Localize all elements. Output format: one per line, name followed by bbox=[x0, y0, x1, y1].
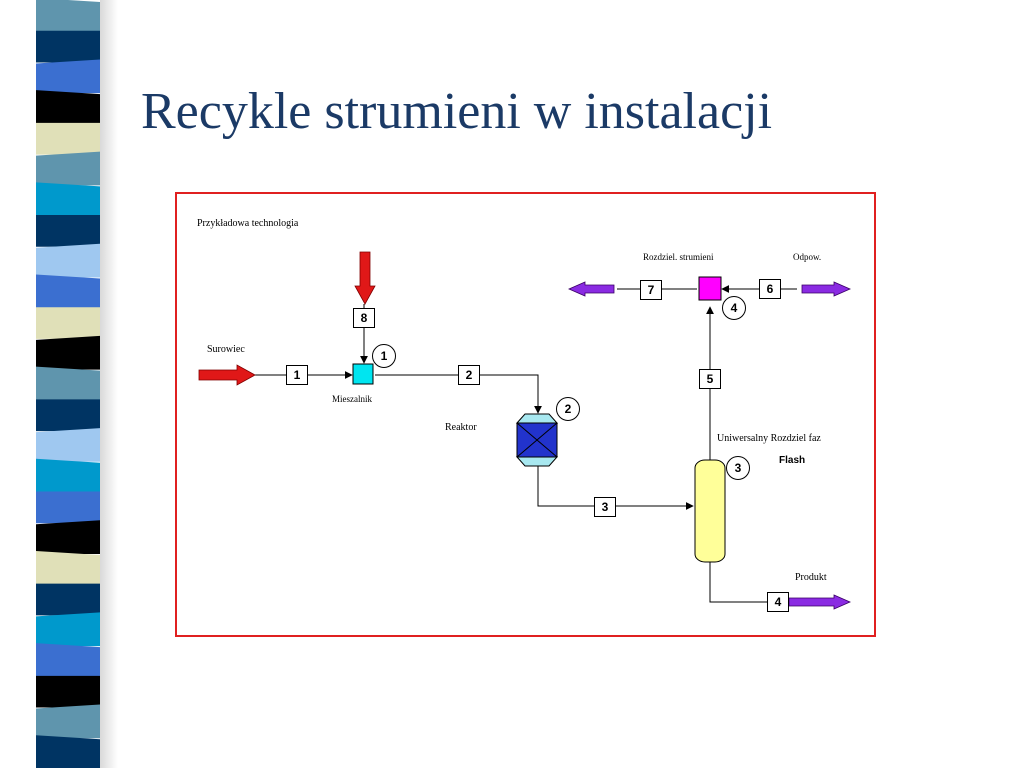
stripe-segment bbox=[36, 428, 100, 462]
stripe-shadow bbox=[100, 0, 118, 768]
stripe-segment bbox=[36, 520, 100, 554]
stripe-segment bbox=[36, 335, 100, 370]
reactor-unit bbox=[515, 413, 559, 467]
stripe-segment bbox=[36, 243, 100, 278]
stream-box-3: 3 bbox=[594, 497, 616, 517]
stripe-segment bbox=[36, 612, 100, 647]
unit-circle-3: 3 bbox=[726, 456, 750, 480]
feed-arrow-stream-8 bbox=[354, 251, 376, 305]
stripe-segment bbox=[36, 307, 100, 339]
label-rozdziel-strumieni: Rozdziel. strumieni bbox=[643, 252, 714, 262]
diagram-caption: Przykładowa technologia bbox=[197, 218, 299, 229]
splitter-unit bbox=[698, 276, 722, 301]
outlet-arrow-produkt bbox=[788, 594, 851, 610]
stripe-segment bbox=[36, 643, 100, 677]
stream-box-8: 8 bbox=[353, 308, 375, 328]
stream-box-7: 7 bbox=[640, 280, 662, 300]
stripe-segment bbox=[36, 366, 100, 401]
slide-title: Recykle strumieni w instalacji bbox=[141, 83, 773, 140]
stream-3-line bbox=[537, 464, 694, 510]
process-flow-diagram bbox=[198, 251, 851, 610]
stream-4-line bbox=[709, 561, 783, 603]
outlet-arrow-stream-7 bbox=[568, 281, 615, 297]
stripe-segment bbox=[36, 550, 100, 585]
label-odpow: Odpow. bbox=[793, 252, 822, 262]
label-produkt: Produkt bbox=[795, 572, 827, 583]
stripe-segment bbox=[36, 399, 100, 432]
stream-box-1: 1 bbox=[286, 365, 308, 385]
stripe-segment bbox=[36, 704, 100, 739]
stripe-segment bbox=[36, 90, 100, 124]
stripe-segment bbox=[36, 59, 100, 94]
mixer-unit bbox=[352, 363, 374, 385]
stream-box-4: 4 bbox=[767, 592, 789, 612]
decorative-stripe-bar bbox=[36, 0, 100, 768]
stripe-segment bbox=[36, 151, 100, 186]
unit-circle-1: 1 bbox=[372, 344, 396, 368]
stripe-segment bbox=[36, 583, 100, 616]
stream-box-2: 2 bbox=[458, 365, 480, 385]
stripe-segment bbox=[36, 30, 100, 63]
stripe-segment bbox=[36, 122, 100, 155]
stream-box-6: 6 bbox=[759, 279, 781, 299]
flash-drum-unit bbox=[694, 459, 726, 563]
unit-circle-4: 4 bbox=[722, 296, 746, 320]
outlet-arrow-odpow bbox=[801, 281, 851, 297]
stripe-segment bbox=[36, 215, 100, 247]
feed-arrow-surowiec bbox=[198, 364, 256, 386]
label-surowiec: Surowiec bbox=[207, 344, 245, 355]
label-flash: Flash bbox=[779, 455, 806, 466]
stream-box-5: 5 bbox=[699, 369, 721, 389]
stripe-segment bbox=[36, 0, 100, 32]
stripe-segment bbox=[36, 182, 100, 217]
stripe-segment bbox=[36, 735, 100, 768]
stream-2-line bbox=[375, 374, 542, 414]
stripe-segment bbox=[36, 458, 100, 493]
process-diagram-frame: Przykładowa technologia Surowiec Mieszal… bbox=[175, 192, 876, 637]
stripe-segment bbox=[36, 491, 100, 524]
stripe-segment bbox=[36, 274, 100, 309]
label-mieszalnik: Mieszalnik bbox=[332, 394, 372, 404]
label-uniwersalny-rozdziel-faz: Uniwersalny Rozdziel faz bbox=[717, 433, 821, 444]
label-reaktor: Reaktor bbox=[445, 422, 477, 433]
stripe-segment bbox=[36, 675, 100, 708]
unit-circle-2: 2 bbox=[556, 397, 580, 421]
